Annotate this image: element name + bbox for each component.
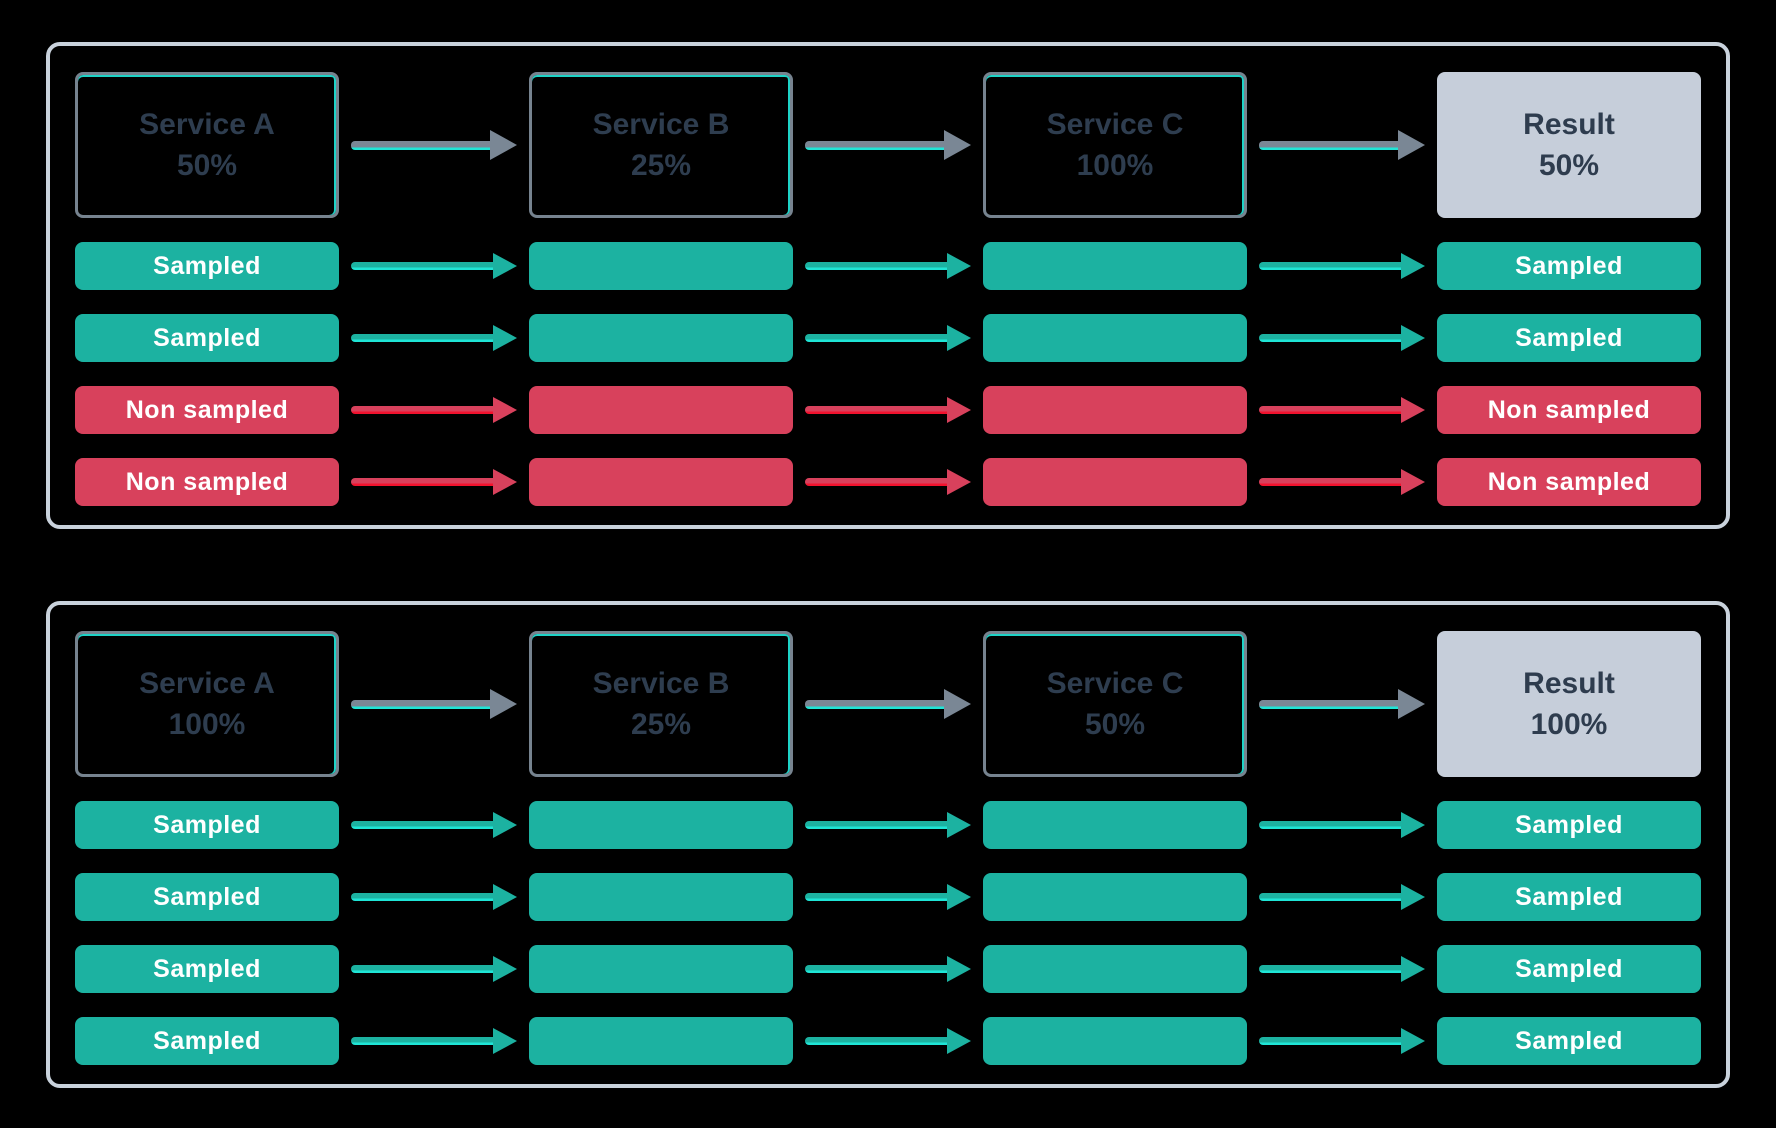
trace-arrow-icon	[351, 397, 517, 423]
panel1-row1-trace-bar	[983, 242, 1247, 290]
panel1-row3-result-pill: Non sampled	[1437, 386, 1701, 434]
service-name: Service B	[592, 108, 730, 141]
panel2-row1-label-pill: Sampled	[75, 801, 339, 849]
panel2-service-c-box: Service C 50%	[983, 631, 1247, 777]
panel2-row2-result-pill: Sampled	[1437, 873, 1701, 921]
trace-arrow-icon	[351, 1028, 517, 1054]
panel2-row3-result-pill: Sampled	[1437, 945, 1701, 993]
trace-arrow-icon	[1259, 469, 1425, 495]
panel2-row4-label-pill: Sampled	[75, 1017, 339, 1065]
panel1-row4-label-pill: Non sampled	[75, 458, 339, 506]
service-rate: 100%	[168, 708, 246, 741]
panel2-row3-trace-bar	[529, 945, 793, 993]
panel2-row4-result-pill: Sampled	[1437, 1017, 1701, 1065]
panel1-row3-label-pill: Non sampled	[75, 386, 339, 434]
panel1-row3-trace-bar	[983, 386, 1247, 434]
panel2-row4-trace-bar	[529, 1017, 793, 1065]
trace-arrow-icon	[805, 884, 971, 910]
flow-arrow-icon	[351, 689, 517, 719]
panel1-service-b-box: Service B 25%	[529, 72, 793, 218]
panel1-row3-trace-bar	[529, 386, 793, 434]
service-name: Service A	[139, 108, 275, 141]
panel2-row2-trace-bar	[983, 873, 1247, 921]
service-name: Service C	[1046, 667, 1184, 700]
trace-arrow-icon	[805, 956, 971, 982]
service-rate: 50%	[176, 149, 238, 182]
panel2-row4-trace-bar	[983, 1017, 1247, 1065]
panel2-service-b-box: Service B 25%	[529, 631, 793, 777]
trace-arrow-icon	[805, 1028, 971, 1054]
flow-arrow-icon	[805, 689, 971, 719]
panel2-service-a-box: Service A 100%	[75, 631, 339, 777]
trace-arrow-icon	[351, 325, 517, 351]
result-rate: 100%	[1530, 708, 1608, 741]
trace-arrow-icon	[1259, 1028, 1425, 1054]
panel2-row2-trace-bar	[529, 873, 793, 921]
service-rate: 50%	[1084, 708, 1146, 741]
trace-arrow-icon	[1259, 253, 1425, 279]
flow-arrow-icon	[805, 130, 971, 160]
trace-arrow-icon	[805, 469, 971, 495]
panel1-row2-trace-bar	[529, 314, 793, 362]
trace-arrow-icon	[351, 884, 517, 910]
trace-arrow-icon	[351, 469, 517, 495]
panel1-row2-label-pill: Sampled	[75, 314, 339, 362]
panel2-row3-label-pill: Sampled	[75, 945, 339, 993]
panel1-row1-label-pill: Sampled	[75, 242, 339, 290]
panel1-service-arrow-cell-1	[339, 72, 529, 218]
service-rate: 25%	[630, 149, 692, 182]
trace-arrow-icon	[1259, 325, 1425, 351]
panel1-result-box: Result 50%	[1437, 72, 1701, 218]
panel2-service-arrow-cell-2	[793, 631, 983, 777]
panel1-service-c-box: Service C 100%	[983, 72, 1247, 218]
trace-arrow-icon	[1259, 956, 1425, 982]
panel1-row2-trace-bar	[983, 314, 1247, 362]
trace-arrow-icon	[1259, 397, 1425, 423]
trace-arrow-icon	[351, 253, 517, 279]
service-rate: 100%	[1076, 149, 1154, 182]
trace-arrow-icon	[351, 956, 517, 982]
result-name: Result	[1523, 667, 1615, 700]
trace-arrow-icon	[805, 253, 971, 279]
panel1-row1-result-pill: Sampled	[1437, 242, 1701, 290]
panel1-row4-trace-bar	[529, 458, 793, 506]
trace-arrow-icon	[805, 397, 971, 423]
flow-arrow-icon	[1259, 689, 1425, 719]
panel1-service-arrow-cell-2	[793, 72, 983, 218]
sampling-scenario-panel-1: Service A 50% Service B 25% Service C 10…	[46, 42, 1730, 529]
panel1-row1-trace-bar	[529, 242, 793, 290]
panel2-result-box: Result 100%	[1437, 631, 1701, 777]
panel1-row4-trace-bar	[983, 458, 1247, 506]
panel1-row4-result-pill: Non sampled	[1437, 458, 1701, 506]
service-rate: 25%	[630, 708, 692, 741]
trace-arrow-icon	[805, 325, 971, 351]
result-rate: 50%	[1538, 149, 1600, 182]
flow-arrow-icon	[351, 130, 517, 160]
sampling-scenario-panel-2: Service A 100% Service B 25% Service C 5…	[46, 601, 1730, 1088]
panel1-service-arrow-cell-3	[1247, 72, 1437, 218]
panel2-row3-trace-bar	[983, 945, 1247, 993]
flow-arrow-icon	[1259, 130, 1425, 160]
panel2-service-arrow-cell-3	[1247, 631, 1437, 777]
trace-arrow-icon	[351, 812, 517, 838]
panel2-row1-trace-bar	[529, 801, 793, 849]
trace-arrow-icon	[1259, 884, 1425, 910]
panel2-service-arrow-cell-1	[339, 631, 529, 777]
result-name: Result	[1523, 108, 1615, 141]
service-name: Service C	[1046, 108, 1184, 141]
panel1-service-a-box: Service A 50%	[75, 72, 339, 218]
panel2-row2-label-pill: Sampled	[75, 873, 339, 921]
panel1-row2-result-pill: Sampled	[1437, 314, 1701, 362]
panel2-row1-result-pill: Sampled	[1437, 801, 1701, 849]
panel2-row1-trace-bar	[983, 801, 1247, 849]
service-name: Service A	[139, 667, 275, 700]
trace-arrow-icon	[805, 812, 971, 838]
trace-arrow-icon	[1259, 812, 1425, 838]
service-name: Service B	[592, 667, 730, 700]
